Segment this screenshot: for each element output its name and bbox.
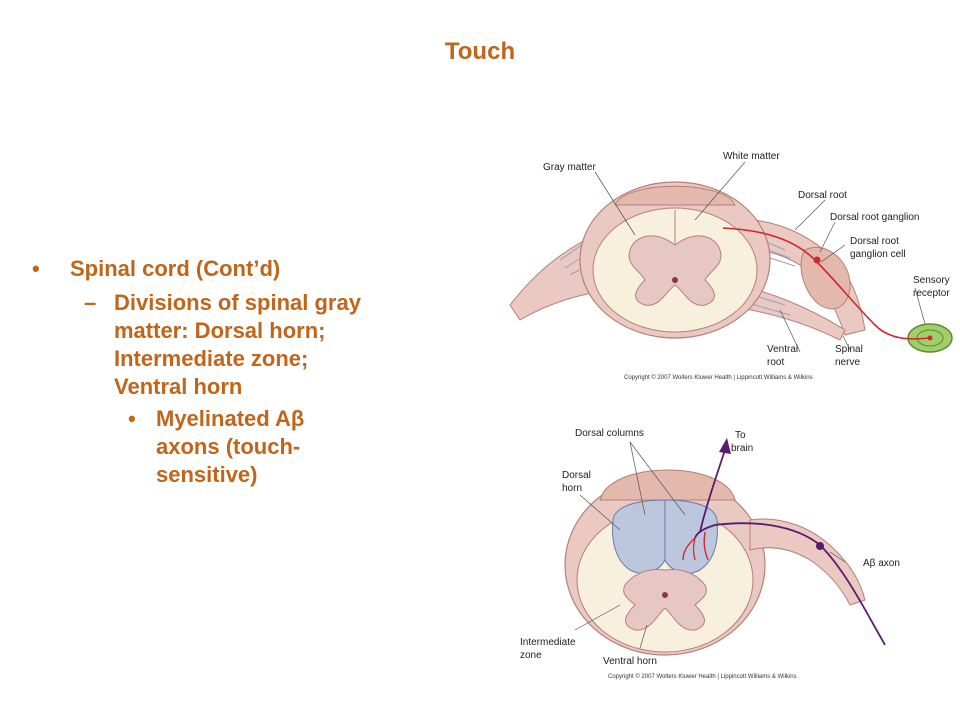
- bullet-level-3: • Myelinated Aβ axons (touch-sensitive): [30, 405, 356, 489]
- label-gray-matter: Gray matter: [543, 162, 596, 173]
- to-brain-arrow: [719, 438, 731, 454]
- receptor-ring: [916, 329, 944, 347]
- label-to-brain-1: To: [735, 430, 746, 441]
- slide-title: Touch: [444, 38, 516, 65]
- abeta-axon: [694, 522, 886, 646]
- label-abeta-axon: Aβ axon: [863, 558, 900, 569]
- copyright-bottom: Copyright © 2007 Wolters Kluwer Health |…: [608, 673, 797, 680]
- dorsal-bulge: [599, 469, 736, 501]
- central-canal: [672, 277, 678, 283]
- label-dorsal-horn-1: Dorsal: [562, 470, 591, 481]
- bullet-text-prefix: Myelinated A: [156, 406, 291, 431]
- bullet-text-suffix: axons (touch-sensitive): [156, 434, 301, 487]
- label-dorsal-horn-2: horn: [562, 483, 582, 494]
- dash-mark: –: [84, 290, 97, 315]
- spinal-cord-figure-top: Gray matter White matter Dorsal root Dor…: [509, 151, 953, 381]
- gray-matter: [628, 235, 722, 306]
- label-drg-cell-2: ganglion cell: [850, 249, 906, 260]
- label-dorsal-root: Dorsal root: [798, 190, 847, 201]
- bullet-level-2: – Divisions of spinal gray matter: Dorsa…: [30, 289, 374, 401]
- bullet-text: Divisions of spinal gray matter: Dorsal …: [114, 290, 361, 399]
- bullet-mark: •: [32, 256, 40, 281]
- receptor-dot: [927, 335, 933, 341]
- label-white-matter: White matter: [723, 151, 780, 162]
- bullet-text: Spinal cord (Cont’d): [70, 256, 281, 281]
- right-root: [749, 518, 866, 606]
- spinal-cord-figure-bottom: Dorsal columns To brain Dorsal horn Aβ a…: [520, 428, 900, 680]
- label-dorsal-root-ganglion: Dorsal root ganglion: [830, 212, 920, 223]
- dorsal-bulge: [614, 185, 736, 206]
- dorsal-root-ganglion: [800, 247, 851, 310]
- label-sensory-1: Sensory: [913, 275, 950, 286]
- label-drg-cell-1: Dorsal root: [850, 236, 899, 247]
- sensory-axon: [722, 227, 931, 340]
- bullet-level-1: • Spinal cord (Cont’d): [30, 255, 370, 283]
- label-ventral-horn: Ventral horn: [603, 656, 657, 667]
- bullet-list: • Spinal cord (Cont’d) – Divisions of sp…: [30, 255, 370, 489]
- label-ventral-root-1: Ventral: [767, 344, 798, 355]
- leader-lines: [574, 441, 846, 649]
- label-dorsal-columns: Dorsal columns: [575, 428, 644, 439]
- collateral-branches: [682, 531, 709, 561]
- beta-symbol: β: [290, 406, 305, 431]
- label-sensory-2: receptor: [913, 288, 950, 299]
- gray-matter: [623, 569, 707, 631]
- label-spinal-nerve-2: nerve: [835, 357, 860, 368]
- ganglion-cell: [816, 542, 824, 550]
- ganglion-cell: [813, 256, 821, 264]
- axon-ascending: [699, 449, 726, 533]
- label-to-brain-2: brain: [731, 443, 753, 454]
- label-ventral-root-2: root: [767, 357, 784, 368]
- label-intermediate-2: zone: [520, 650, 542, 661]
- bullet-mark: •: [128, 406, 136, 431]
- leader-lines: [594, 161, 926, 353]
- copyright-top: Copyright © 2007 Wolters Kluwer Health |…: [624, 374, 813, 381]
- label-spinal-nerve-1: Spinal: [835, 344, 863, 355]
- label-intermediate-1: Intermediate: [520, 637, 576, 648]
- central-canal: [662, 592, 668, 598]
